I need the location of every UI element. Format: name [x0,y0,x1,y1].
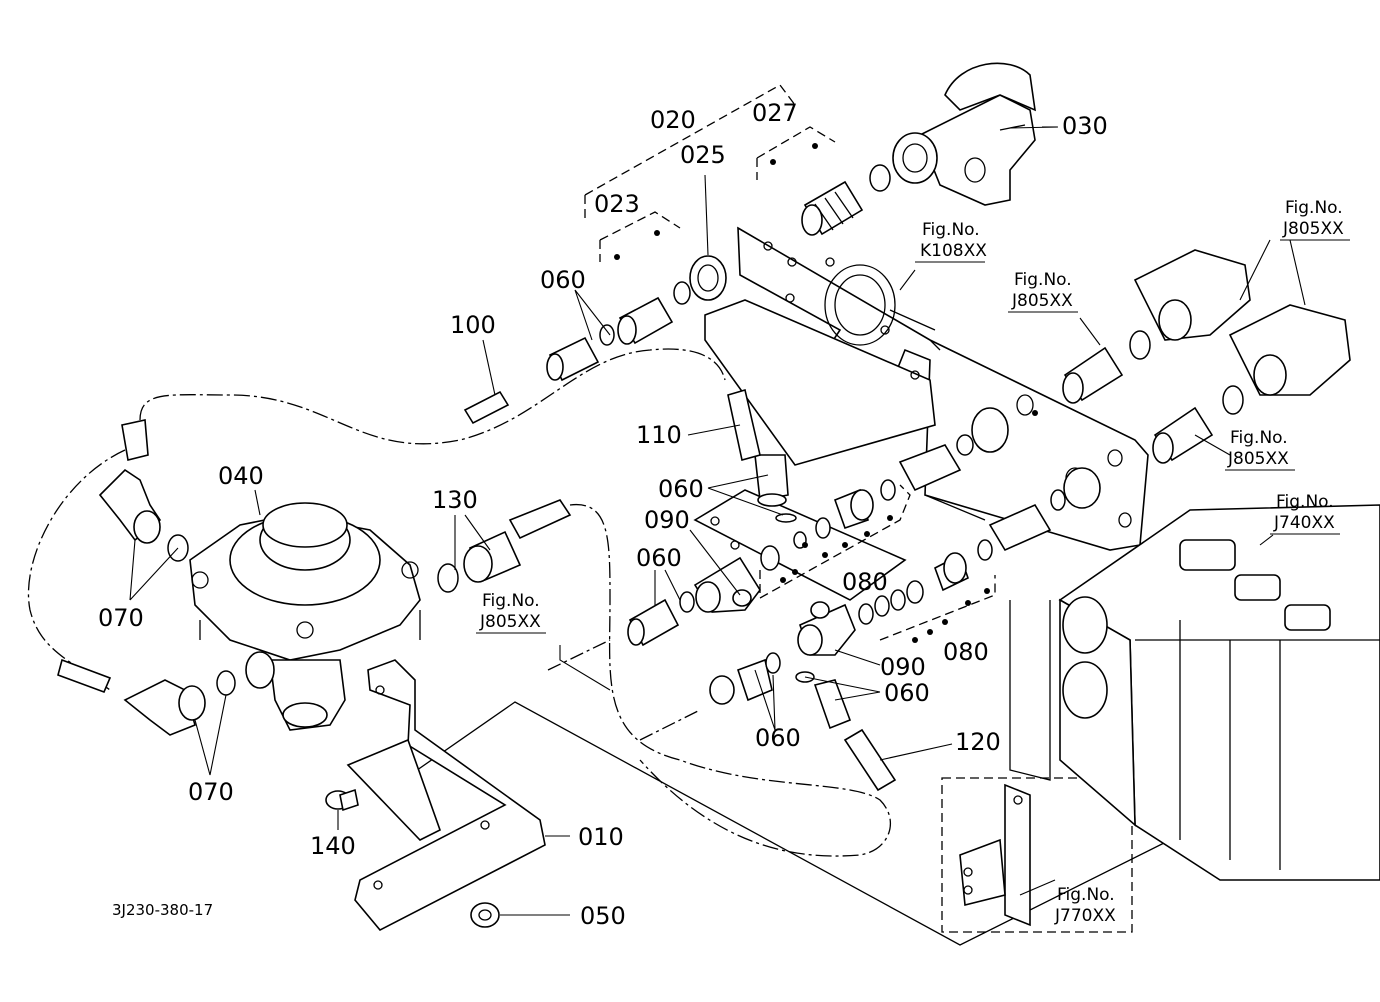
adapter-060b [627,598,680,647]
diagram-code: 3J230-380-17 [112,901,213,919]
callout-060-c: 060 [636,544,682,572]
callout-060-d: 060 [884,679,930,707]
o-ring-060d [765,652,781,674]
fig-label: Fig.No. [1276,492,1334,512]
fig-ref-j805-c: Fig.No. J805XX [1225,428,1295,471]
sleeve-100 [463,390,510,425]
bracket-j770 [959,783,1031,927]
callout-080-a: 080 [842,568,888,596]
callout-020: 020 [650,106,696,134]
adapter-060a [546,336,600,382]
fig-label: Fig.No. [1285,198,1343,218]
o-ring-060c [775,513,797,523]
fig-number: J805XX [1227,449,1289,469]
fig-ref-j805-d: Fig.No. J805XX [476,591,546,634]
callout-070-b: 070 [188,778,234,806]
callout-010: 010 [578,823,624,851]
callout-070-a: 070 [98,604,144,632]
plate-leader [924,494,986,521]
callout-130: 130 [432,486,478,514]
callout-140: 140 [310,832,356,860]
fig-ref-k108: Fig.No. K108XX [915,220,987,263]
callout-080-b: 080 [943,638,989,666]
callout-060-e: 060 [755,724,801,752]
callout-120: 120 [955,728,1001,756]
fig-label: Fig.No. [1014,270,1072,290]
bracket-010 [346,659,546,932]
hose-left-loop [27,449,126,691]
kit-box-027 [756,126,836,180]
right-couplers [1062,249,1351,464]
valve-040 [189,502,421,731]
leader-lines [129,126,1306,916]
fig-label: Fig.No. [922,220,980,240]
couplers-plate [898,407,1101,552]
fig-number: J770XX [1054,906,1116,926]
fig-number: J740XX [1273,513,1335,533]
fig-number: J805XX [479,612,541,632]
control-valve-block [1009,504,1380,881]
fitting-080b [858,539,993,625]
fig-ref-j805-b: Fig.No. J805XX [1280,198,1350,241]
kit-member-dots [614,143,1038,643]
fitting-130 [463,499,572,583]
fig-ref-j770: Fig.No. J770XX [1054,885,1116,926]
nut-050 [470,902,500,928]
fig-number: J805XX [1282,219,1344,239]
callout-090-b: 090 [880,653,926,681]
kit-box-j770 [941,777,1133,933]
nut-025 [689,255,727,301]
kit-box-020 [584,84,796,218]
callout-023: 023 [594,190,640,218]
fig-number: K108XX [920,241,987,261]
coupler-030 [892,62,1036,206]
callout-050: 050 [580,902,626,930]
o-ring-060a [599,324,615,346]
mounting-plate [704,226,1149,551]
tee-090a [693,556,761,613]
coupling-023 [617,296,674,345]
callout-025: 025 [680,141,726,169]
o-ring-070b [216,670,236,696]
kit-box-023 [599,211,681,262]
callout-030: 030 [1062,112,1108,140]
adapter-060c [754,454,789,507]
fig-label: Fig.No. [482,591,540,611]
elbow-070a [98,419,162,544]
fig-number: J805XX [1011,291,1073,311]
adapter-060d [709,658,773,705]
fig-label: Fig.No. [1057,885,1115,905]
o-ring-060b [679,591,695,613]
callout-027: 027 [752,99,798,127]
fig-label: Fig.No. [1230,428,1288,448]
callout-060-a: 060 [540,266,586,294]
o-ring-027 [869,164,891,192]
hose-120 [569,504,891,857]
fig-ref-j740: Fig.No. J740XX [1270,492,1340,535]
o-ring-130 [437,563,459,593]
o-ring-023 [673,281,691,305]
sleeve-120 [843,728,897,792]
hose-to-j805 [547,639,701,741]
tee-090b [797,601,856,656]
callout-090-a: 090 [644,506,690,534]
elbow-070b [57,658,206,736]
nipple-027 [801,180,864,236]
bracket-leader [409,701,1231,946]
callout-110: 110 [636,421,682,449]
bolt-140 [325,788,359,812]
callout-040: 040 [218,462,264,490]
fitting-080a [760,479,896,571]
callout-100: 100 [450,311,496,339]
fig-ref-j805-a: Fig.No. J805XX [1008,270,1078,313]
callout-060-b: 060 [658,475,704,503]
sleeve-110 [727,388,761,461]
